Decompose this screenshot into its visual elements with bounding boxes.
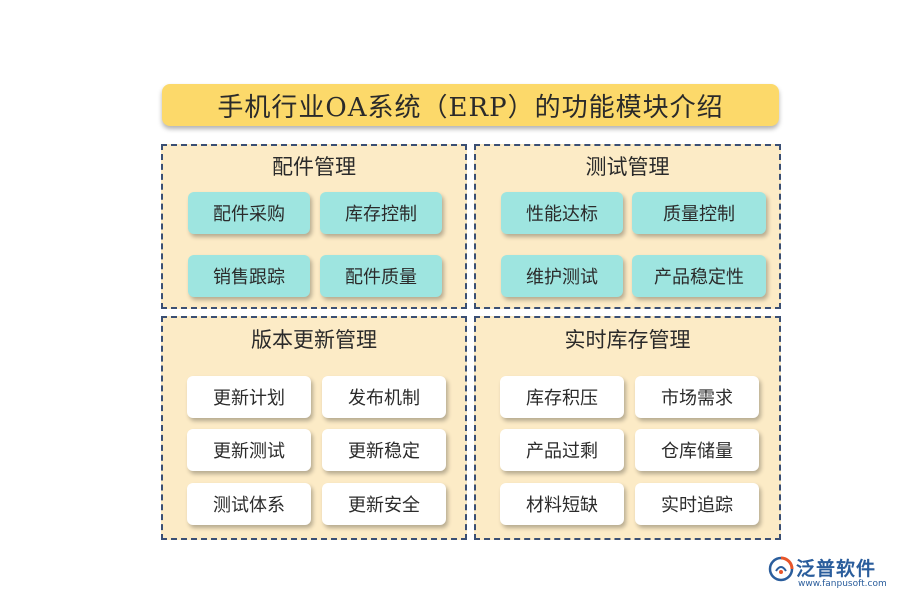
panel-version-update-management: 版本更新管理 更新计划 发布机制 更新测试 更新稳定 测试体系 更新安全	[161, 316, 467, 540]
module-item: 更新稳定	[322, 429, 446, 471]
module-item: 发布机制	[322, 376, 446, 418]
logo-url: www.fanpusoft.com	[798, 579, 887, 589]
diagram-title: 手机行业OA系统（ERP）的功能模块介绍	[162, 84, 779, 126]
panel-parts-management: 配件管理 配件采购 库存控制 销售跟踪 配件质量	[161, 144, 467, 309]
module-item: 市场需求	[635, 376, 759, 418]
module-item: 库存积压	[500, 376, 624, 418]
panel-title: 实时库存管理	[564, 328, 691, 352]
panel-test-management: 测试管理 性能达标 质量控制 维护测试 产品稳定性	[474, 144, 781, 309]
panel-realtime-inventory-management: 实时库存管理 库存积压 市场需求 产品过剩 仓库储量 材料短缺 实时追踪	[474, 316, 781, 540]
module-item: 库存控制	[320, 192, 442, 234]
module-item: 产品过剩	[500, 429, 624, 471]
module-item: 更新测试	[187, 429, 311, 471]
module-item: 配件质量	[320, 255, 442, 297]
panel-title: 版本更新管理	[251, 328, 377, 352]
module-item: 维护测试	[501, 255, 623, 297]
fanpu-logo-icon	[768, 556, 794, 582]
module-item: 更新计划	[187, 376, 311, 418]
module-item: 销售跟踪	[188, 255, 310, 297]
module-item: 更新安全	[322, 483, 446, 525]
module-item: 仓库储量	[635, 429, 759, 471]
module-item: 质量控制	[632, 192, 766, 234]
panel-title: 测试管理	[585, 155, 670, 179]
module-item: 性能达标	[501, 192, 623, 234]
brand-logo: 泛普软件 www.fanpusoft.com	[768, 552, 894, 594]
module-item: 材料短缺	[500, 483, 624, 525]
module-item: 配件采购	[188, 192, 310, 234]
logo-name: 泛普软件	[796, 558, 877, 580]
module-item: 产品稳定性	[632, 255, 766, 297]
module-item: 实时追踪	[635, 483, 759, 525]
module-item: 测试体系	[187, 483, 311, 525]
panel-title: 配件管理	[272, 155, 356, 179]
